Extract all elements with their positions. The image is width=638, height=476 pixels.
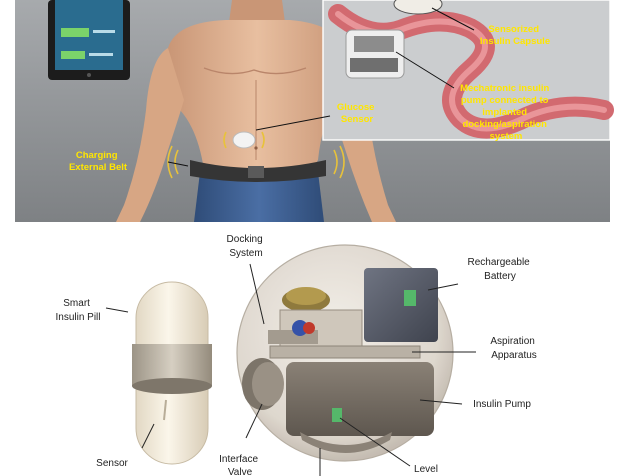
top-illustration-panel: Sensorized Insulin Capsule Mechatronic i… (15, 0, 614, 222)
tablet-device (48, 0, 130, 80)
label-insulin-pump: Insulin Pump (473, 399, 531, 410)
implanted-pump (345, 29, 405, 79)
label-charging-belt: Charging External Belt (69, 150, 128, 173)
label-smart-pill: Smart Insulin Pill (55, 298, 100, 323)
label-sensor: Sensor (96, 458, 128, 469)
docking-sphere (236, 244, 454, 462)
sensorized-capsule (393, 0, 443, 15)
label-mechatronic-pump: Mechatronic insulin pump connected to im… (460, 83, 552, 142)
smart-insulin-pill (132, 281, 212, 465)
bottom-device-diagram: Smart Insulin Pill Sensor Docking System… (55, 234, 537, 476)
insulin-pump-block (286, 362, 434, 436)
rechargeable-battery (364, 268, 438, 342)
label-docking-system: Docking System (227, 234, 266, 259)
intestine-inset (322, 0, 614, 141)
label-interface-valve: Interface Valve (219, 454, 261, 476)
label-glucose-sensor: Glucose Sensor (337, 102, 377, 125)
bottom-leader-lines (105, 263, 476, 476)
glucose-sensor-device (223, 131, 265, 149)
top-leader-lines (167, 7, 475, 167)
label-aspiration-apparatus: Aspiration Apparatus (490, 336, 537, 361)
label-level: Level (414, 464, 438, 475)
label-sensorized-capsule: Sensorized Insulin Capsule (480, 24, 550, 47)
label-rechargeable-battery: Rechargeable Battery (467, 257, 532, 282)
level-indicator (332, 408, 342, 422)
